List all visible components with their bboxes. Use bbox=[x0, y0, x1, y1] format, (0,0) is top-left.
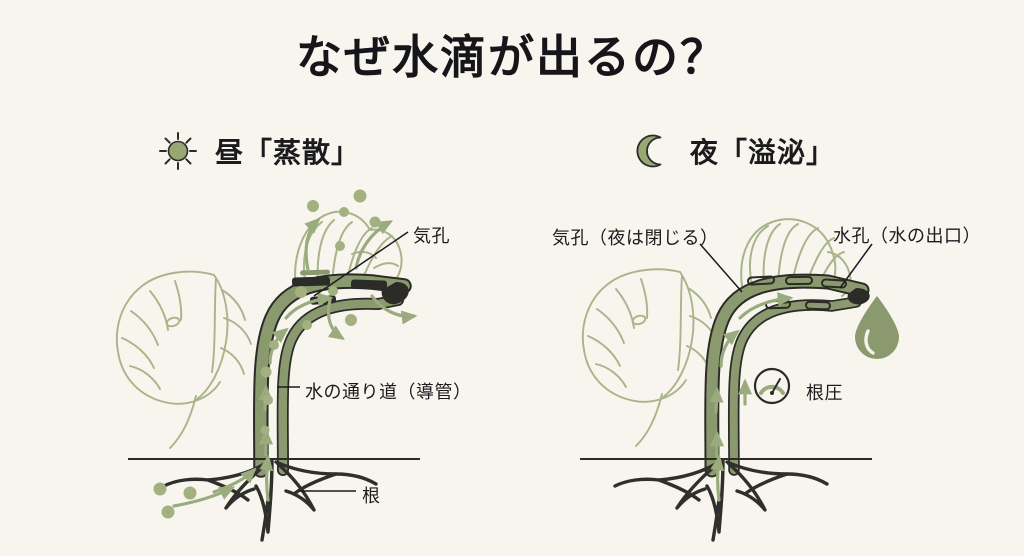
vapor-dots-left bbox=[260, 189, 381, 435]
left-panel-illustration bbox=[115, 189, 420, 542]
monstera-leaf-decor-left bbox=[115, 270, 252, 449]
panel-heading-night: 夜「溢泌」 bbox=[690, 137, 836, 168]
vapor-escape-arrows-left bbox=[304, 217, 418, 340]
stem-fill-right bbox=[706, 275, 868, 476]
label-stomata-right: 気孔（夜は閉じる） bbox=[552, 228, 719, 248]
root-pressure-arrows-right bbox=[709, 292, 794, 460]
root-uptake-arrows-right bbox=[710, 454, 725, 502]
soil-moisture-dots-left bbox=[153, 482, 197, 519]
root-uptake-arrows-left bbox=[172, 454, 274, 508]
right-panel-illustration bbox=[580, 218, 899, 542]
panel-header-night: 夜「溢泌」 bbox=[630, 128, 835, 174]
label-hydathode-right: 水孔（水の出口） bbox=[833, 226, 981, 246]
leaf-tip-left bbox=[381, 282, 409, 305]
leaf-tip-right bbox=[847, 288, 870, 305]
stem-fill-left-inner bbox=[278, 295, 403, 475]
water-droplet-icon bbox=[855, 296, 899, 359]
label-root-pressure-right: 根圧 bbox=[806, 383, 843, 403]
label-root-left: 根 bbox=[362, 486, 381, 506]
stem-fill-left bbox=[254, 275, 410, 476]
label-stomata-left: 気孔 bbox=[413, 226, 450, 246]
panel-header-day: 昼「蒸散」 bbox=[155, 128, 360, 174]
panel-heading-day: 昼「蒸散」 bbox=[215, 137, 361, 168]
root-system-right bbox=[613, 458, 829, 542]
leader-line-stomata-right bbox=[699, 243, 743, 293]
gauge-icon bbox=[753, 367, 791, 405]
page-title: なぜ水滴が出るの？ bbox=[296, 32, 728, 83]
leader-line-hydathode-right bbox=[839, 243, 873, 289]
monstera-leaf-decor-right bbox=[581, 268, 718, 447]
stem-fill-right-inner bbox=[729, 298, 860, 474]
sun-icon bbox=[159, 132, 197, 170]
label-vessel-left: 水の通り道（導管） bbox=[305, 382, 472, 402]
moon-icon bbox=[636, 134, 662, 168]
leader-line-stomata-left bbox=[313, 231, 409, 297]
